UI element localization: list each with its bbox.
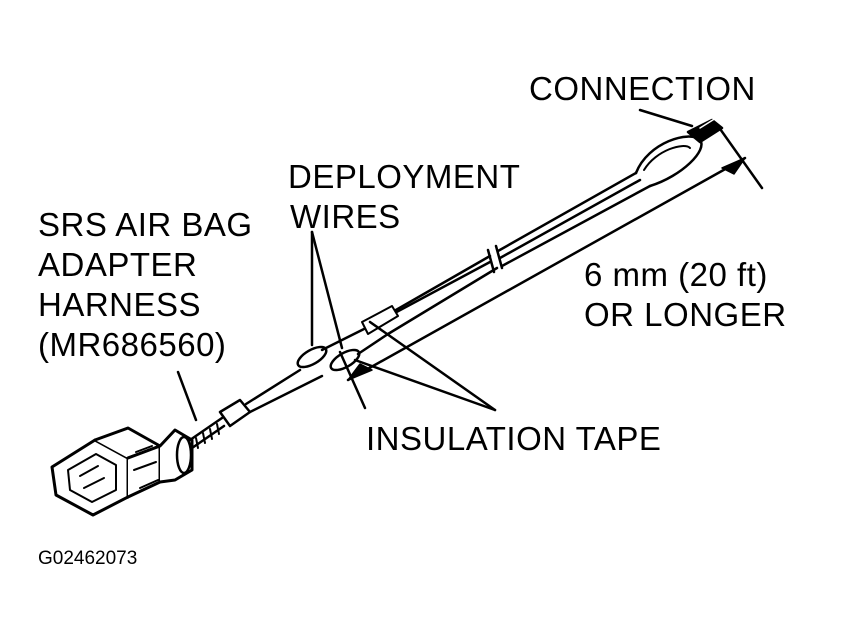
leader-lines [176,108,694,422]
label-adapter-harness-line4: (MR686560) [38,326,227,363]
length-dimension [338,124,764,410]
harness-cable [188,368,324,450]
label-deployment-wires-line2: WIRES [290,198,401,235]
label-adapter-harness-line1: SRS AIR BAG [38,206,253,243]
label-insulation-tape: INSULATION TAPE [366,420,662,457]
label-adapter-harness-line2: ADAPTER [38,246,198,283]
label-connection: CONNECTION [529,70,756,107]
deployment-wires [320,117,724,356]
figure-code: G02462073 [38,548,138,569]
label-deployment-wires-line1: DEPLOYMENT [288,158,521,195]
adapter-connector [50,426,194,517]
label-adapter-harness-line3: HARNESS [38,286,202,323]
label-length-line1: 6 mm (20 ft) [584,256,768,293]
label-length-line2: OR LONGER [584,296,787,333]
